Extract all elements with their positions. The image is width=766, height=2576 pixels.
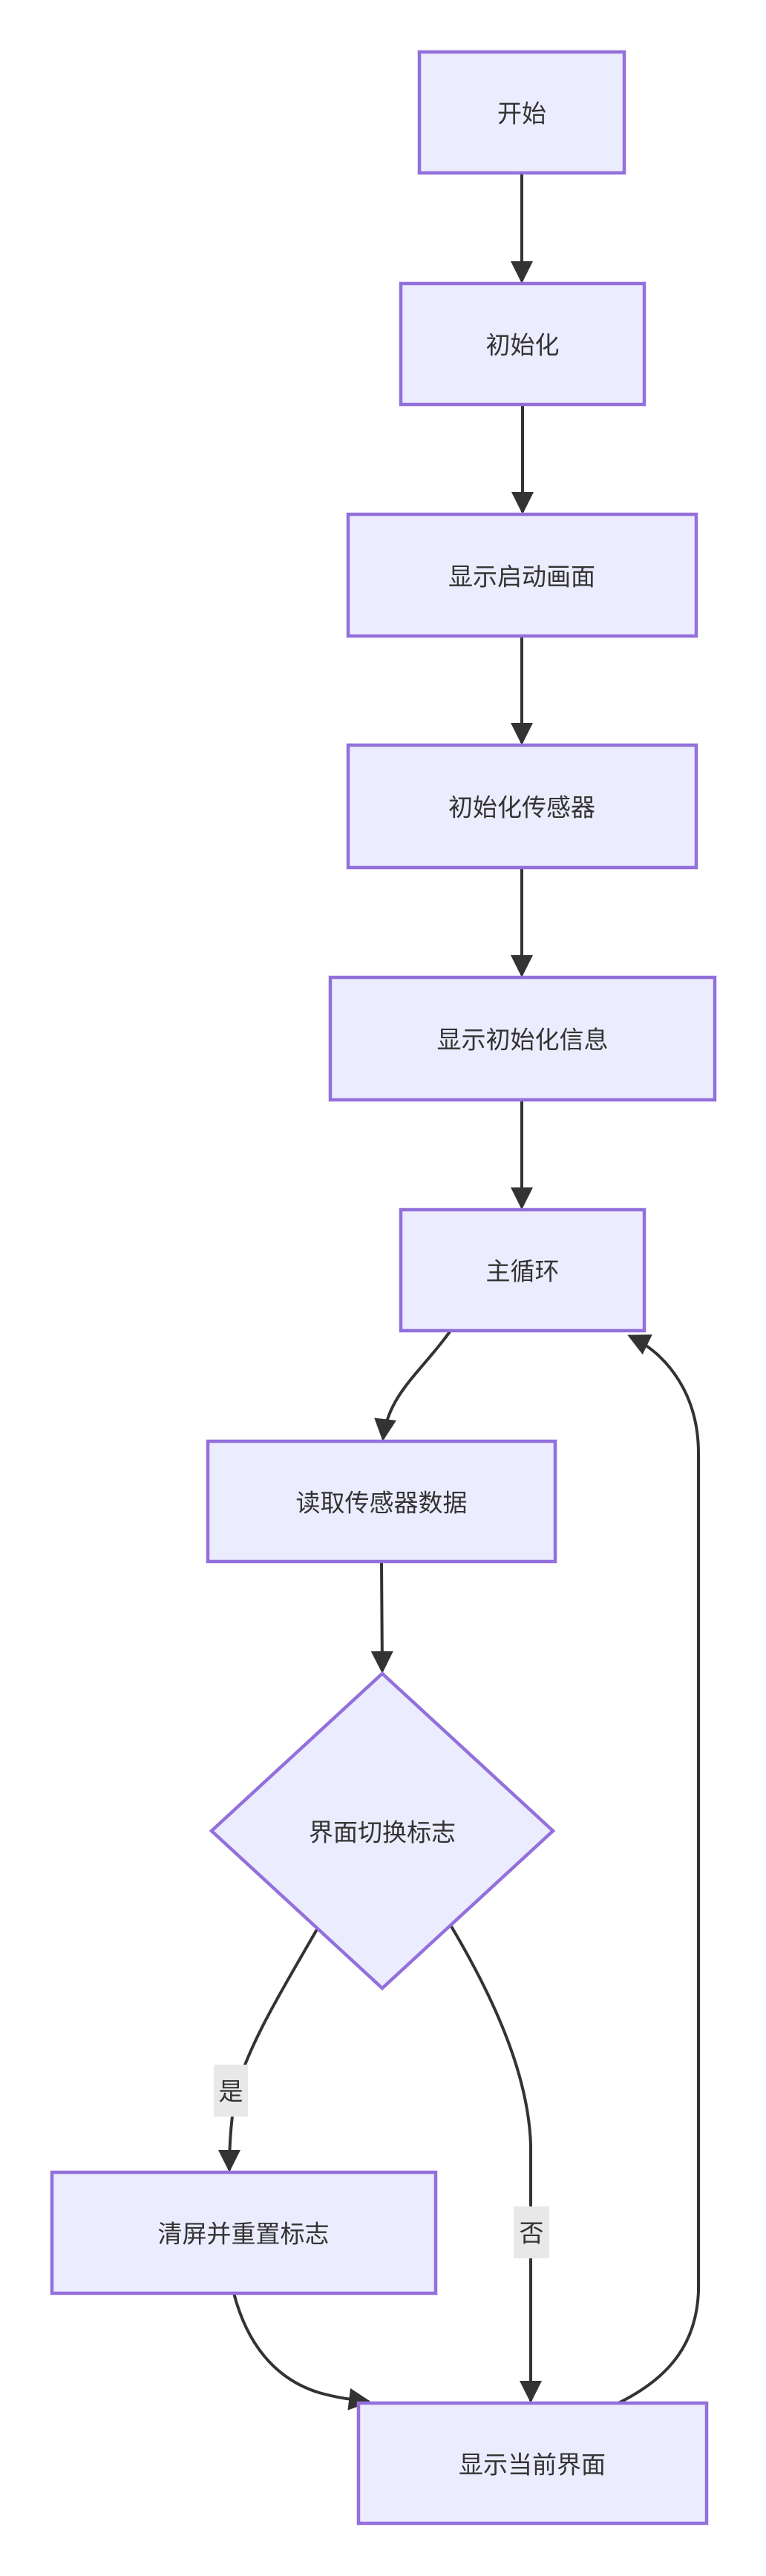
node-show-current-ui-label: 显示当前界面	[459, 2451, 606, 2479]
edge-layer	[218, 173, 700, 2411]
flow-node-read-sensor-data: 读取传感器数据	[206, 1439, 557, 1564]
edge-label-yes-bg	[214, 2065, 248, 2117]
flow-node-show-splash: 显示启动画面	[346, 512, 698, 638]
node-init-sensors-box	[346, 743, 698, 870]
edge-clear-and-reset-to-show-current-ui	[232, 2292, 371, 2411]
edge-ui-switch-flag-no-to-show-current-ui	[449, 1924, 542, 2403]
node-ui-switch-flag-label: 界面切换标志	[309, 1819, 456, 1846]
edge-label-yes: 是	[214, 2065, 248, 2117]
edge-show-current-ui-to-main-loop	[618, 1334, 700, 2405]
node-show-init-info-box	[328, 975, 717, 1102]
node-init-label: 初始化	[486, 332, 560, 359]
edge-label-no-bg	[514, 2206, 549, 2258]
node-init-box	[399, 281, 646, 407]
node-ui-switch-flag-diamond	[209, 1671, 556, 1991]
node-init-sensors-label: 初始化传感器	[448, 794, 595, 822]
node-clear-and-reset-label: 清屏并重置标志	[158, 2221, 330, 2248]
node-show-init-info-label: 显示初始化信息	[437, 1026, 609, 1054]
edge-main-loop-to-read-sensor-data	[374, 1329, 452, 1441]
flow-node-main-loop: 主循环	[399, 1207, 646, 1333]
node-start-label: 开始	[497, 100, 546, 128]
flow-node-init: 初始化	[399, 281, 646, 407]
node-main-loop-label: 主循环	[486, 1258, 560, 1285]
node-show-current-ui-box	[356, 2401, 709, 2526]
node-read-sensor-data-label: 读取传感器数据	[296, 1489, 468, 1517]
node-clear-and-reset-box	[50, 2170, 438, 2295]
edge-ui-switch-flag-yes-to-clear-and-reset	[218, 1927, 319, 2172]
node-main-loop-box	[399, 1207, 646, 1333]
flow-node-show-current-ui: 显示当前界面	[356, 2401, 709, 2526]
node-read-sensor-data-box	[206, 1439, 557, 1564]
node-show-splash-label: 显示启动画面	[448, 563, 595, 591]
flow-node-show-init-info: 显示初始化信息	[328, 975, 717, 1102]
edge-label-no: 否	[514, 2206, 549, 2258]
flow-node-start: 开始	[417, 50, 626, 175]
flow-node-clear-and-reset: 清屏并重置标志	[50, 2170, 438, 2295]
flow-node-ui-switch-flag: 界面切换标志	[209, 1671, 556, 1991]
edge-label-yes-text: 是	[219, 2078, 243, 2105]
node-show-splash-box	[346, 512, 698, 638]
flow-node-init-sensors: 初始化传感器	[346, 743, 698, 870]
edge-label-no-text: 否	[520, 2220, 544, 2247]
node-start-box	[417, 50, 626, 175]
